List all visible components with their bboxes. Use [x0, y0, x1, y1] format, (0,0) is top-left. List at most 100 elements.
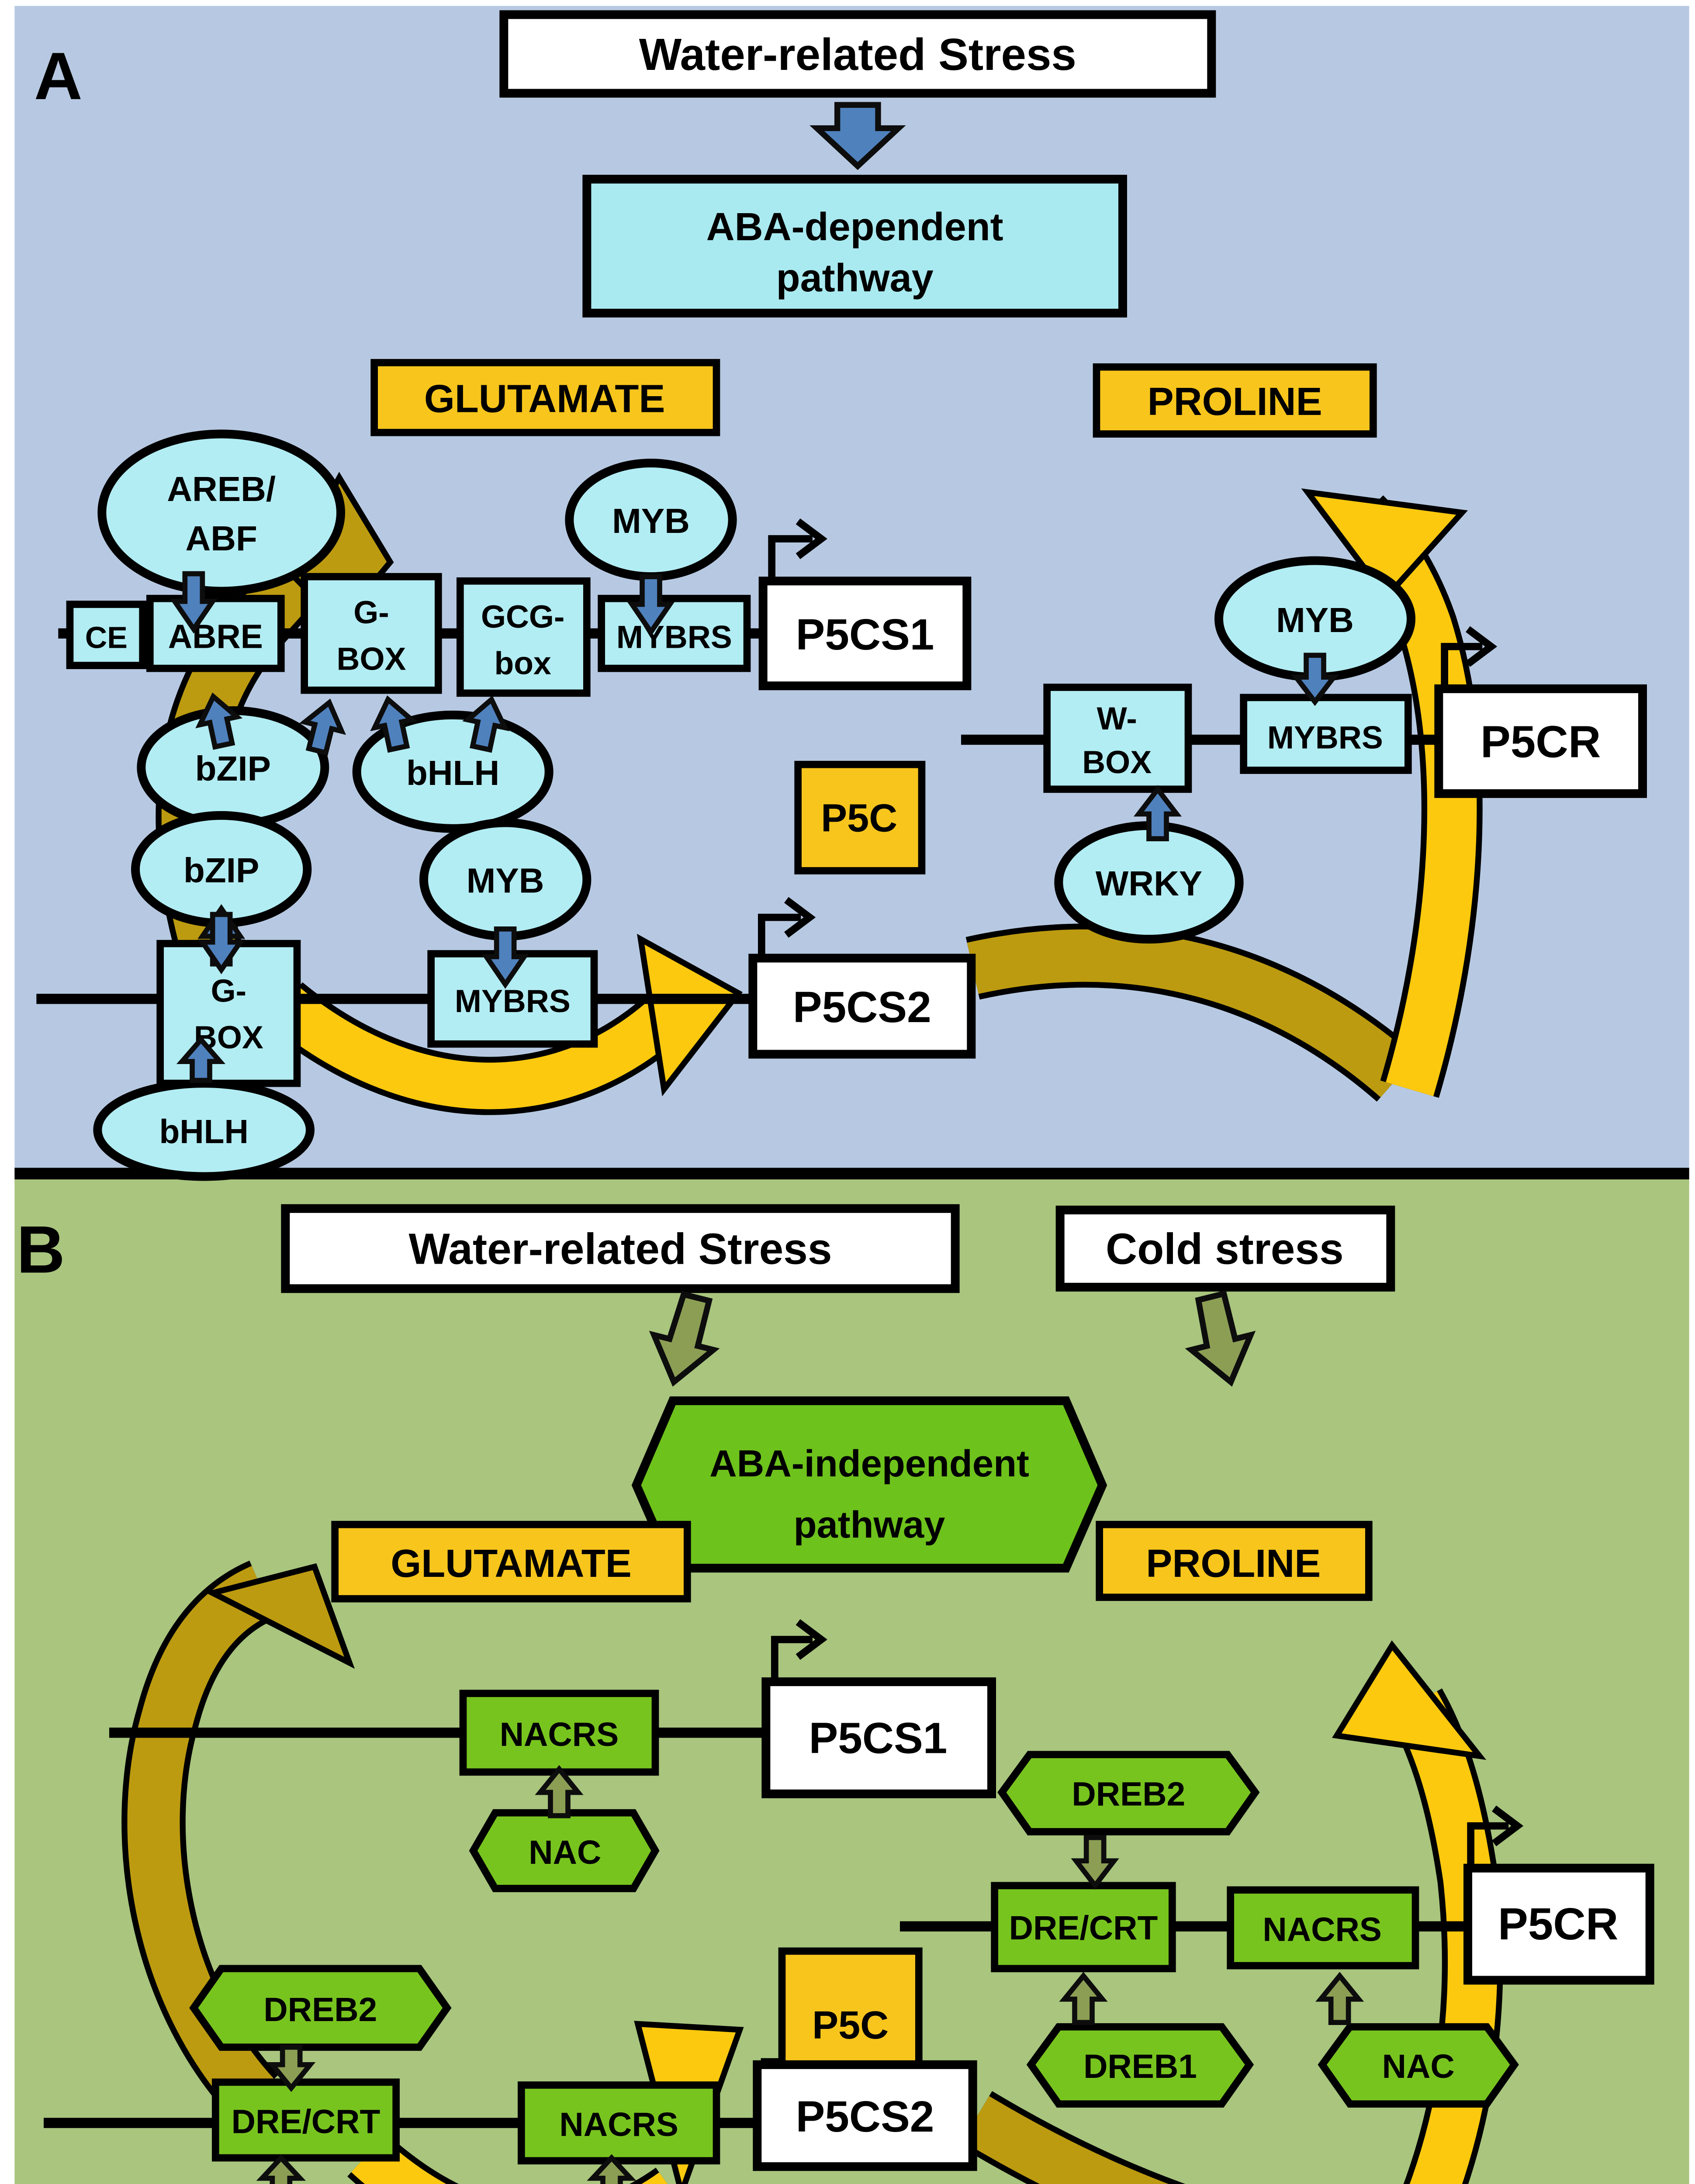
- p5cs1-gene-box-b: [761, 1677, 996, 1798]
- drecrt-box-p5cr: [991, 1882, 1176, 1973]
- wbox-label-line2: BOX: [1082, 744, 1152, 780]
- gbox-label-line2: BOX: [337, 641, 406, 677]
- wbox-label-line1: W-: [1097, 701, 1137, 736]
- tss-arrow-p5cr-a: [1441, 643, 1483, 692]
- bzip-label-1: bZIP: [195, 749, 271, 788]
- gbox-box-p5cs1: [301, 573, 442, 694]
- areb-label-line2: ABF: [185, 519, 257, 558]
- p5cr-gene-box-a: [1434, 684, 1647, 798]
- ribbon-gbox-to-p5cs2-a: [265, 933, 743, 1115]
- nacrs-label-p5cs1: NACRS: [500, 1716, 619, 1753]
- water-stress-box-b: [281, 1204, 960, 1293]
- aba-dependent-line2: pathway: [776, 256, 934, 300]
- p5cs2-label-a: P5CS2: [793, 983, 931, 1032]
- water-stress-label-b: Water-related Stress: [409, 1225, 832, 1274]
- p5cr-gene-box-b: [1463, 1863, 1654, 1985]
- p5cs2-gene-box-a: [748, 954, 976, 1059]
- aba-independent-line1: ABA-independent: [709, 1443, 1029, 1485]
- down-arrow-dreb2-to-drecrt-p5cs2: [267, 2045, 316, 2092]
- p5cs1-gene-box-a: [758, 577, 972, 691]
- ce-box: [66, 601, 146, 669]
- glutamate-box-b: [331, 1521, 691, 1603]
- down-arrow-areb-to-abre: [170, 571, 218, 634]
- nacrs-label-p5cr: NACRS: [1263, 1911, 1382, 1949]
- dreb2-label-p5cs2: DREB2: [263, 1991, 377, 2028]
- myb-label-p5cr: MYB: [1276, 601, 1354, 639]
- aba-dependent-line1: ABA-dependent: [706, 205, 1003, 249]
- up-arrow-bhlh-to-gcg: [462, 695, 510, 753]
- areb-abf-ellipse: [97, 429, 345, 596]
- dreb2-label-p5cr: DREB2: [1072, 1776, 1185, 1813]
- water-stress-box-a: [499, 10, 1216, 98]
- ribbon-arrowhead: [1332, 1640, 1487, 1760]
- panel-b-label: B: [17, 1213, 65, 1287]
- p5c-box-a: [794, 760, 926, 874]
- cold-stress-label: Cold stress: [1106, 1225, 1344, 1274]
- dreb2-hexagon-p5cs2: [189, 1965, 452, 2051]
- tss-arrow-p5cr-b: [1467, 1822, 1509, 1871]
- ce-label: CE: [85, 621, 128, 655]
- tss-arrow-p5cs2-a: [758, 913, 801, 961]
- dreb1-hexagon-p5cr: [1026, 2023, 1254, 2108]
- down-arrow-myb3-to-mybrs2: [1290, 653, 1339, 706]
- tss-arrowhead: [1466, 626, 1498, 667]
- bhlh-label-2: bHLH: [159, 1113, 248, 1151]
- mybrs-label-p5cs1: MYBRS: [616, 619, 732, 655]
- areb-label-line1: AREB/: [167, 470, 276, 508]
- aba-independent-hexagon: [631, 1396, 1107, 1573]
- abre-label: ABRE: [168, 619, 263, 656]
- myb-label-p5cs1: MYB: [612, 501, 690, 540]
- up-arrow-bhlh2-to-gbox2: [176, 1036, 226, 1083]
- ribbon-arrowhead: [204, 1563, 355, 1669]
- up-arrow-wrky-to-wbox: [1133, 785, 1182, 841]
- up-arrow-bzip-to-abre: [195, 692, 243, 750]
- down-arrow-bzip2-to-gbox2: [197, 912, 246, 975]
- tss-arrow-p5cs1-a: [768, 535, 813, 586]
- wbox-box: [1043, 684, 1192, 793]
- up-arrow-nac-to-nacrs-p5cs1: [535, 1765, 584, 1818]
- drecrt-label-p5cr: DRE/CRT: [1009, 1910, 1158, 1947]
- gcg-label-line2: box: [494, 646, 551, 681]
- nacrs-label-p5cs2: NACRS: [559, 2106, 678, 2143]
- regulation-arrows-b: [256, 1765, 1364, 2184]
- abre-box: [146, 594, 285, 672]
- proline-box-b: [1096, 1521, 1373, 1601]
- ribbon-arrowhead: [636, 933, 743, 1096]
- up-arrow-dreb1-to-drecrt-p5cs2: [256, 2154, 306, 2184]
- wrky-label: WRKY: [1096, 864, 1202, 903]
- olive-down-arrow-cold-b: [1185, 1290, 1256, 1387]
- ribbon-arrowhead: [1301, 488, 1468, 602]
- proline-label-b: PROLINE: [1146, 1542, 1321, 1586]
- p5cr-label-b: P5CR: [1498, 1898, 1619, 1949]
- panel-a-label: A: [34, 39, 83, 114]
- drecrt-label-p5cs2: DRE/CRT: [232, 2104, 381, 2141]
- p5cs1-label-b: P5CS1: [809, 1714, 948, 1763]
- nac-hexagon-p5cs1: [469, 1809, 660, 1892]
- glutamate-label-a: GLUTAMATE: [424, 377, 665, 421]
- mybrs-label-p5cr: MYBRS: [1267, 720, 1383, 756]
- bzip-label-2: bZIP: [183, 851, 259, 890]
- mybrs-label-p5cs2: MYBRS: [455, 983, 571, 1019]
- tss-arrow-p5cs1-b: [771, 1636, 813, 1685]
- up-arrow-dreb1-to-drecrt-p5cr: [1059, 1972, 1108, 2025]
- nac-label-p5cs1: NAC: [529, 1834, 601, 1871]
- p5cs1-label-a: P5CS1: [796, 610, 934, 659]
- nacrs-box-p5cs1: [459, 1690, 659, 1776]
- gbox-label-line1: G-: [353, 594, 389, 630]
- nac-label-p5cr: NAC: [1382, 2048, 1455, 2085]
- tss-arrowhead: [796, 518, 827, 560]
- mybrs-box-p5cr: [1240, 694, 1412, 774]
- cold-stress-box: [1055, 1206, 1395, 1292]
- gcg-label-line1: GCG-: [481, 599, 564, 635]
- p5cs2-gene-box-b: [753, 2060, 977, 2171]
- proline-box-a: [1093, 363, 1377, 438]
- down-arrow-myb2-to-mybrs3: [481, 926, 529, 989]
- nac-hexagon-p5cr: [1318, 2023, 1519, 2108]
- p5cr-label-a: P5CR: [1481, 716, 1601, 767]
- tss-arrowhead: [796, 1619, 827, 1660]
- nacrs-box-p5cs2: [518, 2081, 720, 2165]
- glutamate-label-b: GLUTAMATE: [391, 1542, 632, 1586]
- dreb1-label-p5cr: DREB1: [1083, 2048, 1197, 2085]
- ribbon-p5cs2-to-right-b: [959, 2091, 1186, 2184]
